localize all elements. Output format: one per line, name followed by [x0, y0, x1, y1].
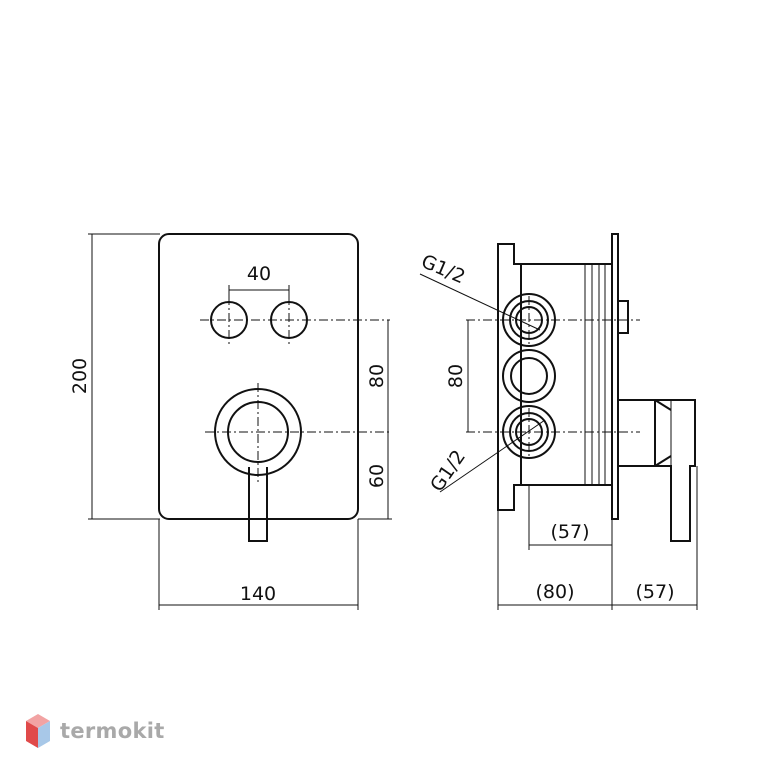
dim-handle-depth-label: (57): [635, 581, 674, 603]
handle-lever: [248, 467, 268, 542]
dim-handle-to-bottom-label: 60: [366, 464, 388, 488]
cube-logo-icon: [26, 714, 50, 748]
thread-label-bottom: G1/2: [426, 446, 470, 496]
dim-inlet-spacing-label: 80: [445, 364, 467, 388]
brand-name: termokit: [60, 719, 165, 743]
inlet-middle-inner: [510, 357, 548, 395]
brand-logo: termokit: [24, 712, 165, 750]
dim-button-spacing-label: 40: [247, 263, 271, 285]
mounting-flange: [497, 243, 522, 511]
inlet-middle-outer: [502, 349, 556, 403]
dim-width-label: 140: [240, 583, 276, 605]
side-view: 80 G1/2 G1/2 (57) (80) (57): [418, 233, 698, 610]
handle-side-profile: [654, 399, 696, 542]
plate-edge: [611, 233, 619, 520]
front-view: 40 200 140 80 60: [69, 233, 392, 610]
dim-box-depth-label: (80): [535, 581, 574, 603]
dim-box-inner-depth-label: (57): [550, 521, 589, 543]
thread-label-top: G1/2: [418, 250, 468, 288]
cover-plate: [158, 233, 359, 520]
dim-height-label: 200: [69, 358, 91, 394]
dim-button-to-handle-label: 80: [366, 364, 388, 388]
